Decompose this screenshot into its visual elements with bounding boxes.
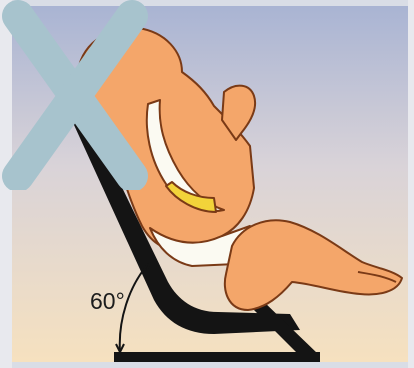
right-margin (408, 0, 414, 368)
cross-mark-icon (0, 0, 150, 190)
angle-label: 60° (90, 290, 125, 313)
